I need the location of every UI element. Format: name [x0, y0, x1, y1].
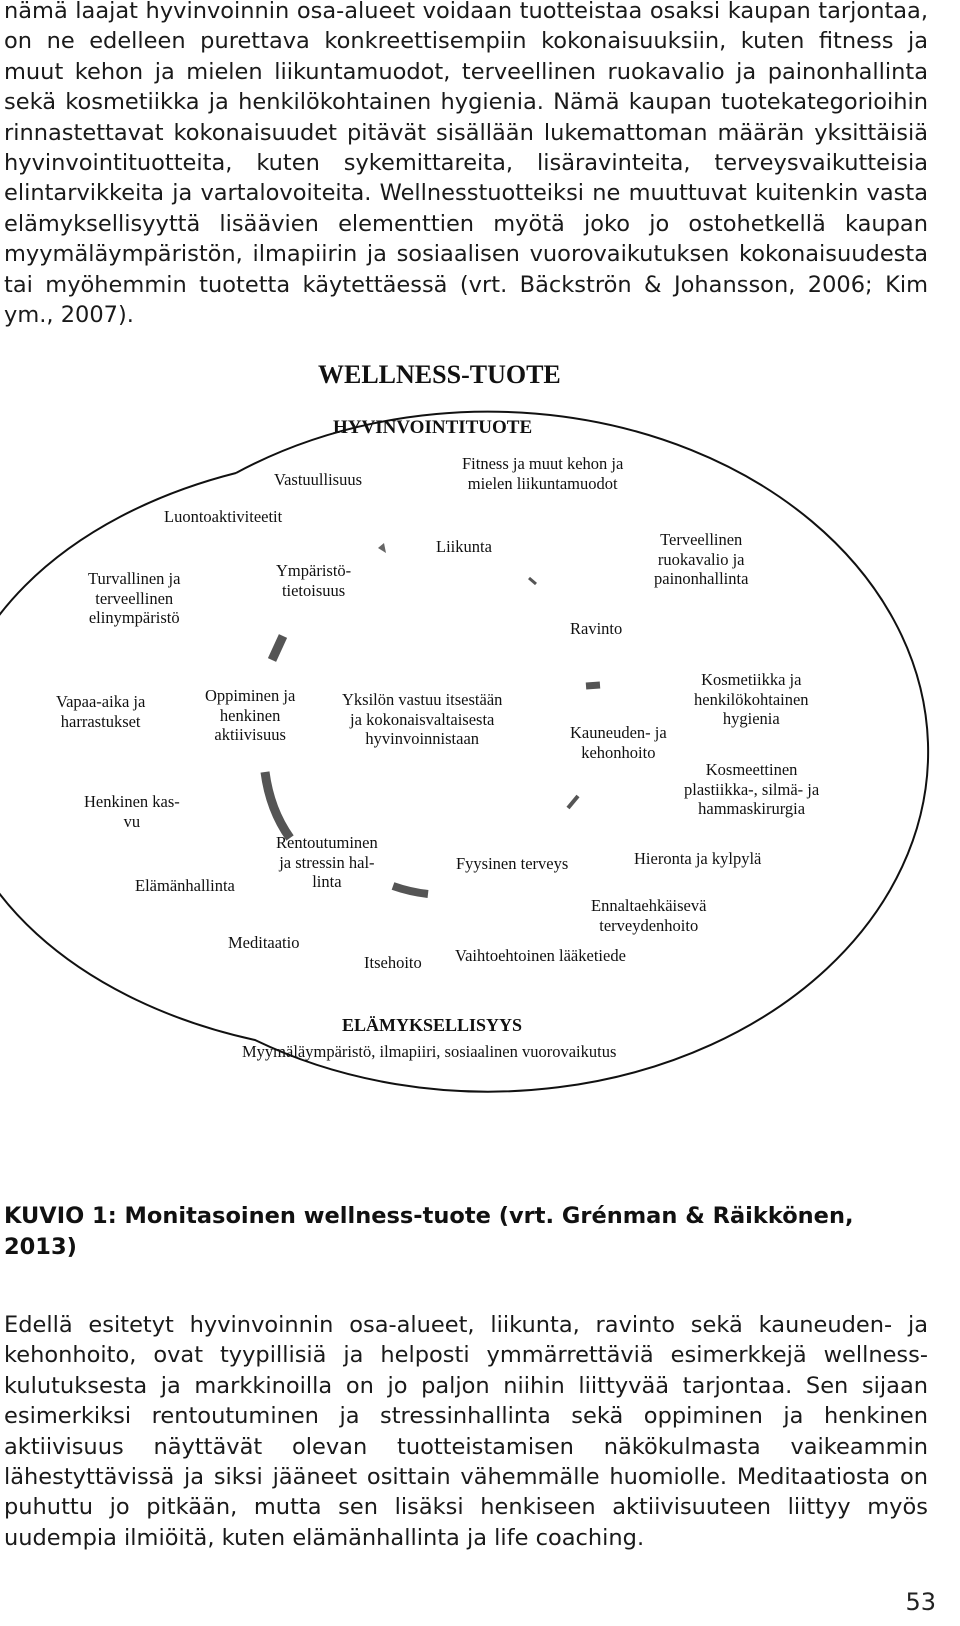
inner-arc-6	[391, 882, 429, 898]
label-kosmetiikka: Kosmetiikka ja henkilökohtainen hygienia	[694, 670, 809, 728]
bottom-subtitle: Myymäläympäristö, ilmapiiri, sosiaalinen…	[242, 1042, 617, 1061]
label-kosmeettinen: Kosmeettinen plastiikka-, silmä- ja hamm…	[684, 760, 820, 818]
label-fitness: Fitness ja muut kehon ja mielen liikunta…	[462, 454, 624, 493]
label-itsehoito: Itsehoito	[364, 953, 422, 972]
label-fyysinen-terveys: Fyysinen terveys	[456, 854, 569, 873]
label-luontoaktiviteetit: Luontoaktiviteetit	[164, 507, 283, 526]
inner-title: HYVINVOINTITUOTE	[333, 417, 533, 438]
inner-arc-7	[566, 794, 580, 810]
body-paragraph-top: nämä laajat hyvinvoinnin osa-alueet void…	[4, 0, 928, 329]
inner-arc-5	[260, 771, 294, 841]
label-ennaltaehkaiseva: Ennaltaehkäisevä terveydenhoito	[591, 896, 707, 935]
label-rentoutuminen: Rentoutuminen ja stressin hal- linta	[276, 833, 378, 891]
label-yksilon-vastuu: Yksilön vastuu itsestään ja kokonaisvalt…	[342, 690, 503, 748]
label-turvallinen: Turvallinen ja terveellinen elinympärist…	[88, 569, 181, 627]
figure-caption: KUVIO 1: Monitasoinen wellness-tuote (vr…	[4, 1203, 854, 1260]
label-elamanhallinta: Elämänhallinta	[135, 876, 235, 895]
page-number: 53	[905, 1588, 936, 1616]
label-ravinto: Ravinto	[570, 619, 623, 638]
label-liikunta: Liikunta	[436, 537, 492, 556]
inner-arc-3	[528, 576, 537, 586]
label-henkinen-kasvu: Henkinen kas- vu	[84, 792, 180, 831]
label-hieronta: Hieronta ja kylpylä	[634, 849, 762, 868]
inner-arc-1	[378, 543, 386, 553]
label-vaihtoehtoinen: Vaihtoehtoinen lääketiede	[455, 946, 626, 965]
diagram-shapes	[0, 410, 930, 1093]
outer-circle	[0, 410, 930, 1093]
wellness-diagram: WELLNESS-TUOTE HYVINVOINTITUOTE Vastuull…	[0, 360, 960, 1120]
label-terveellinen-ruokavalio: Terveellinen ruokavalio ja painonhallint…	[654, 530, 749, 588]
inner-arc-2	[267, 634, 288, 662]
label-ymparistotietoisuus: Ympäristö- tietoisuus	[276, 561, 352, 600]
label-meditaatio: Meditaatio	[228, 933, 300, 952]
label-vapaa-aika: Vapaa-aika ja harrastukset	[56, 692, 146, 731]
bottom-title: ELÄMYKSELLISYYS	[342, 1015, 523, 1035]
body-paragraph-bottom: Edellä esitetyt hyvinvoinnin osa-alueet,…	[4, 1312, 928, 1551]
label-oppiminen: Oppiminen ja henkinen aktiivisuus	[205, 686, 296, 744]
diagram-title: WELLNESS-TUOTE	[318, 360, 561, 389]
inner-arc-4	[585, 681, 601, 690]
label-vastuullisuus: Vastuullisuus	[274, 470, 363, 489]
label-kauneuden: Kauneuden- ja kehonhoito	[570, 723, 667, 762]
